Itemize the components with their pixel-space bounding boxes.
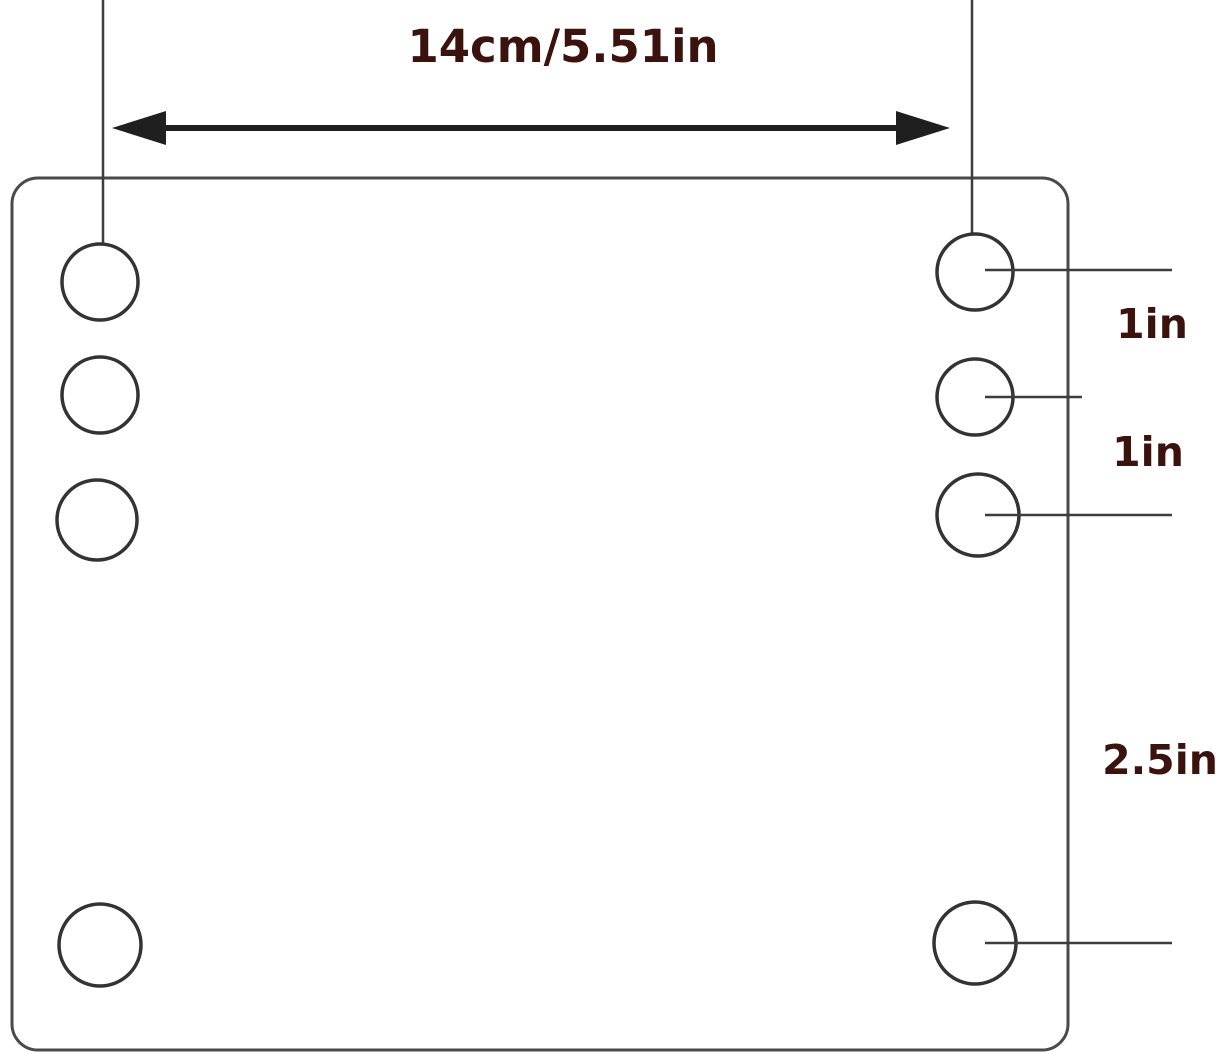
- hole-left-1: [60, 242, 140, 322]
- hole-right-1: [935, 232, 1015, 312]
- hole-left-3: [55, 478, 139, 562]
- leader-lines: [985, 268, 1172, 945]
- arrowhead-left-icon: [112, 111, 166, 145]
- width-dimension-label: 14cm/5.51in: [407, 20, 718, 73]
- width-dimension-arrow: [112, 111, 950, 145]
- left-hole-column: [55, 242, 140, 562]
- right-hole-column: [935, 232, 1021, 558]
- bottom-holes: [57, 900, 1018, 988]
- spacing-label-top: 1in: [1116, 300, 1188, 348]
- plate-outline: [10, 176, 1070, 1052]
- arrowhead-right-icon: [896, 111, 950, 145]
- hole-bottom-left: [57, 902, 143, 988]
- spacing-label-mid: 1in: [1112, 428, 1184, 476]
- hole-left-2: [60, 355, 140, 435]
- spacing-label-bottom: 2.5in: [1102, 736, 1218, 784]
